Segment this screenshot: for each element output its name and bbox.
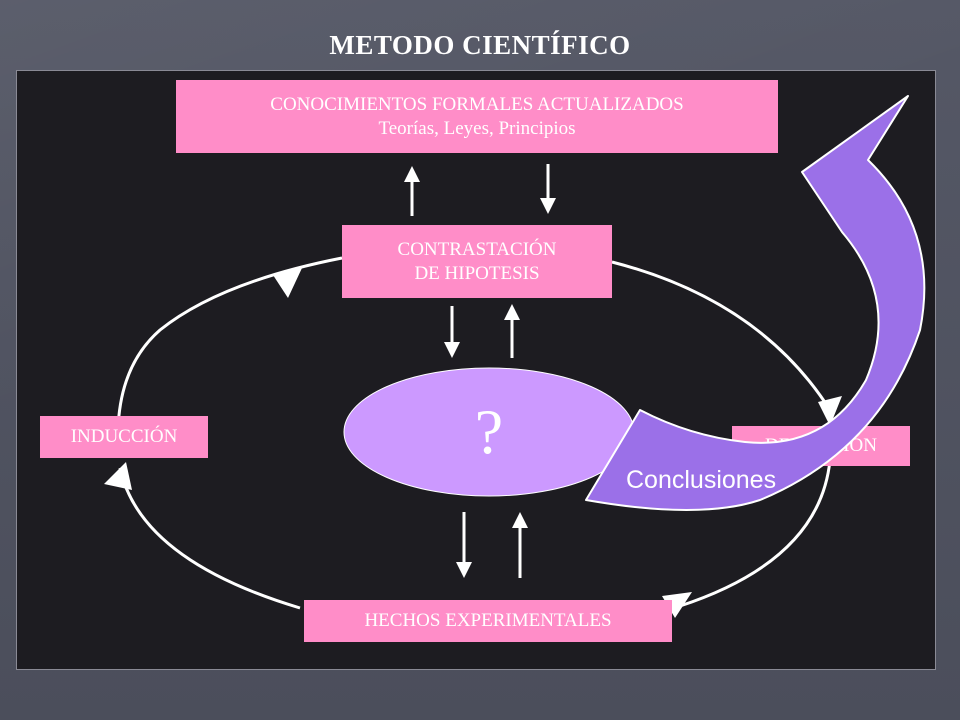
node-contrastacion-line1: CONTRASTACIÓN xyxy=(397,238,557,260)
arrowhead-top-left xyxy=(273,268,302,298)
node-contrastacion-line2: DE HIPOTESIS xyxy=(414,262,540,284)
arrowhead-bottom-right xyxy=(662,592,692,618)
arrow-down-to-center xyxy=(444,306,460,358)
node-contrastacion: CONTRASTACIÓN DE HIPOTESIS xyxy=(342,225,612,298)
node-conocimientos-line1: CONOCIMIENTOS FORMALES ACTUALIZADOS xyxy=(270,93,684,115)
arrow-up-to-conocimientos xyxy=(404,166,420,216)
node-induccion-label: INDUCCIÓN xyxy=(70,426,178,447)
node-hechos: HECHOS EXPERIMENTALES xyxy=(304,600,672,642)
cycle-arc-top-left xyxy=(116,256,343,431)
arrow-up-to-center xyxy=(512,512,528,578)
arrow-up-to-contrastacion xyxy=(504,304,520,358)
cycle-arc-bottom-left xyxy=(118,467,301,610)
node-hechos-label: HECHOS EXPERIMENTALES xyxy=(364,610,612,631)
arrowhead-right xyxy=(818,396,842,426)
cycle-arc-top-right xyxy=(611,260,832,411)
conclusiones-label: Conclusiones xyxy=(626,466,777,494)
arrowhead-left xyxy=(104,462,132,490)
cycle-arc-bottom-right xyxy=(679,459,832,608)
conclusiones-arrow xyxy=(585,95,926,511)
arrow-down-to-contrastacion xyxy=(540,164,556,214)
slide-title: METODO CIENTÍFICO xyxy=(329,30,631,60)
node-induccion: INDUCCIÓN xyxy=(40,416,208,458)
arrow-down-to-hechos xyxy=(456,512,472,578)
node-conocimientos: CONOCIMIENTOS FORMALES ACTUALIZADOS Teor… xyxy=(176,80,778,153)
node-conocimientos-line2: Teorías, Leyes, Principios xyxy=(378,117,576,139)
